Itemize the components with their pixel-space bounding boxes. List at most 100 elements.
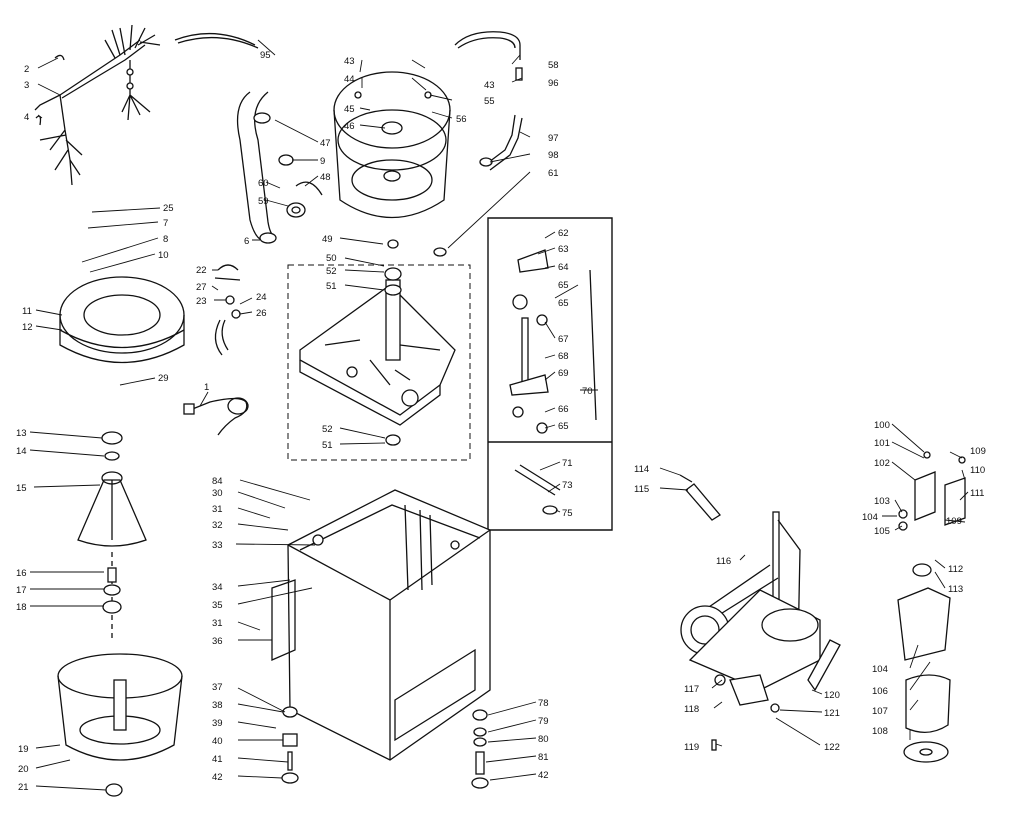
part-label: 62	[558, 228, 569, 239]
part-label: 52	[326, 266, 337, 277]
part-label: 48	[320, 172, 331, 183]
part-label: 33	[212, 540, 223, 551]
part-label: 69	[558, 368, 569, 379]
part-label: 15	[16, 483, 27, 494]
transmission	[680, 511, 841, 751]
lever	[679, 474, 721, 521]
motor-brackets	[898, 451, 966, 531]
part-label: 52	[322, 424, 333, 435]
part-label: 38	[212, 700, 223, 711]
part-label: 43	[344, 56, 355, 67]
part-label: 106	[872, 686, 888, 697]
part-label: 117	[684, 684, 699, 695]
part-label: 16	[16, 568, 27, 579]
part-label: 75	[562, 508, 573, 519]
part-label: 119	[684, 742, 699, 753]
part-label: 42	[212, 772, 223, 783]
part-label: 64	[558, 262, 569, 273]
part-label: 70	[582, 386, 593, 397]
part-label: 79	[538, 716, 549, 727]
part-label: 118	[684, 704, 699, 715]
switch-assembly-group	[487, 217, 613, 531]
part-label: 1	[204, 382, 209, 393]
part-label: 17	[16, 585, 27, 596]
part-label: 31	[212, 618, 223, 629]
part-label: 84	[212, 476, 223, 487]
power-cord	[183, 397, 249, 436]
base-assembly-group	[287, 239, 471, 461]
part-label: 116	[716, 556, 731, 567]
part-label: 41	[212, 754, 223, 765]
part-labels: 2 3 4 25 7 8 10 11 12 29 1 13 14 15 16 1…	[16, 50, 986, 793]
spin-basket	[57, 653, 183, 797]
part-label: 97	[548, 133, 559, 144]
part-label: 4	[24, 112, 29, 123]
part-label: 101	[874, 438, 890, 449]
cabinet	[271, 489, 491, 761]
part-label: 122	[824, 742, 840, 753]
agitator	[77, 431, 147, 547]
part-label: 18	[16, 602, 27, 613]
part-label: 81	[538, 752, 549, 763]
part-label: 11	[22, 306, 32, 317]
part-label: 65	[558, 280, 569, 291]
part-label: 9	[320, 156, 325, 167]
part-label: 111	[970, 488, 984, 499]
part-label: 25	[163, 203, 174, 214]
part-label: 29	[158, 373, 169, 384]
part-label: 30	[212, 488, 223, 499]
part-label: 45	[344, 104, 355, 115]
part-label: 113	[948, 584, 963, 595]
part-label: 20	[18, 764, 29, 775]
part-label: 65	[558, 298, 569, 309]
part-label: 96	[548, 78, 559, 89]
part-label: 21	[18, 782, 29, 793]
part-label: 68	[558, 351, 569, 362]
part-label: 73	[562, 480, 573, 491]
part-label: 65	[558, 421, 569, 432]
part-label: 112	[948, 564, 963, 575]
part-label: 98	[548, 150, 559, 161]
part-label: 95	[260, 50, 271, 61]
part-label: 80	[538, 734, 549, 745]
part-label: 120	[824, 690, 840, 701]
part-label: 8	[163, 234, 168, 245]
part-label: 37	[212, 682, 223, 693]
motor	[897, 563, 951, 763]
part-label: 100	[874, 420, 890, 431]
part-label: 105	[874, 526, 890, 537]
part-label: 13	[16, 428, 27, 439]
outer-tub	[333, 71, 451, 219]
part-label: 51	[326, 281, 337, 292]
part-label: 24	[256, 292, 267, 303]
drain-hose	[236, 91, 323, 244]
part-label: 104	[872, 664, 888, 675]
part-label: 63	[558, 244, 569, 255]
part-label: 27	[196, 282, 207, 293]
part-label: 40	[212, 736, 223, 747]
part-label: 61	[548, 168, 559, 179]
wiring-harness	[34, 24, 259, 186]
part-label: 50	[326, 253, 337, 264]
part-label: 71	[562, 458, 573, 469]
part-label: 58	[548, 60, 559, 71]
part-label: 102	[874, 458, 890, 469]
part-label: 60	[258, 178, 269, 189]
leveling-legs	[281, 706, 489, 789]
part-label: 121	[824, 708, 840, 719]
part-label: 49	[322, 234, 333, 245]
part-label: 32	[212, 520, 223, 531]
part-label: 66	[558, 404, 569, 415]
part-label: 35	[212, 600, 223, 611]
fill-ring	[59, 276, 185, 364]
part-label: 2	[24, 64, 29, 75]
part-label: 110	[970, 465, 985, 476]
bracket-parts	[214, 264, 241, 356]
part-label: 47	[320, 138, 331, 149]
agitator-shaft-parts	[102, 552, 122, 640]
part-label: 36	[212, 636, 223, 647]
part-label: 42	[538, 770, 549, 781]
part-label: 7	[163, 218, 168, 229]
part-label: 114	[634, 464, 649, 475]
